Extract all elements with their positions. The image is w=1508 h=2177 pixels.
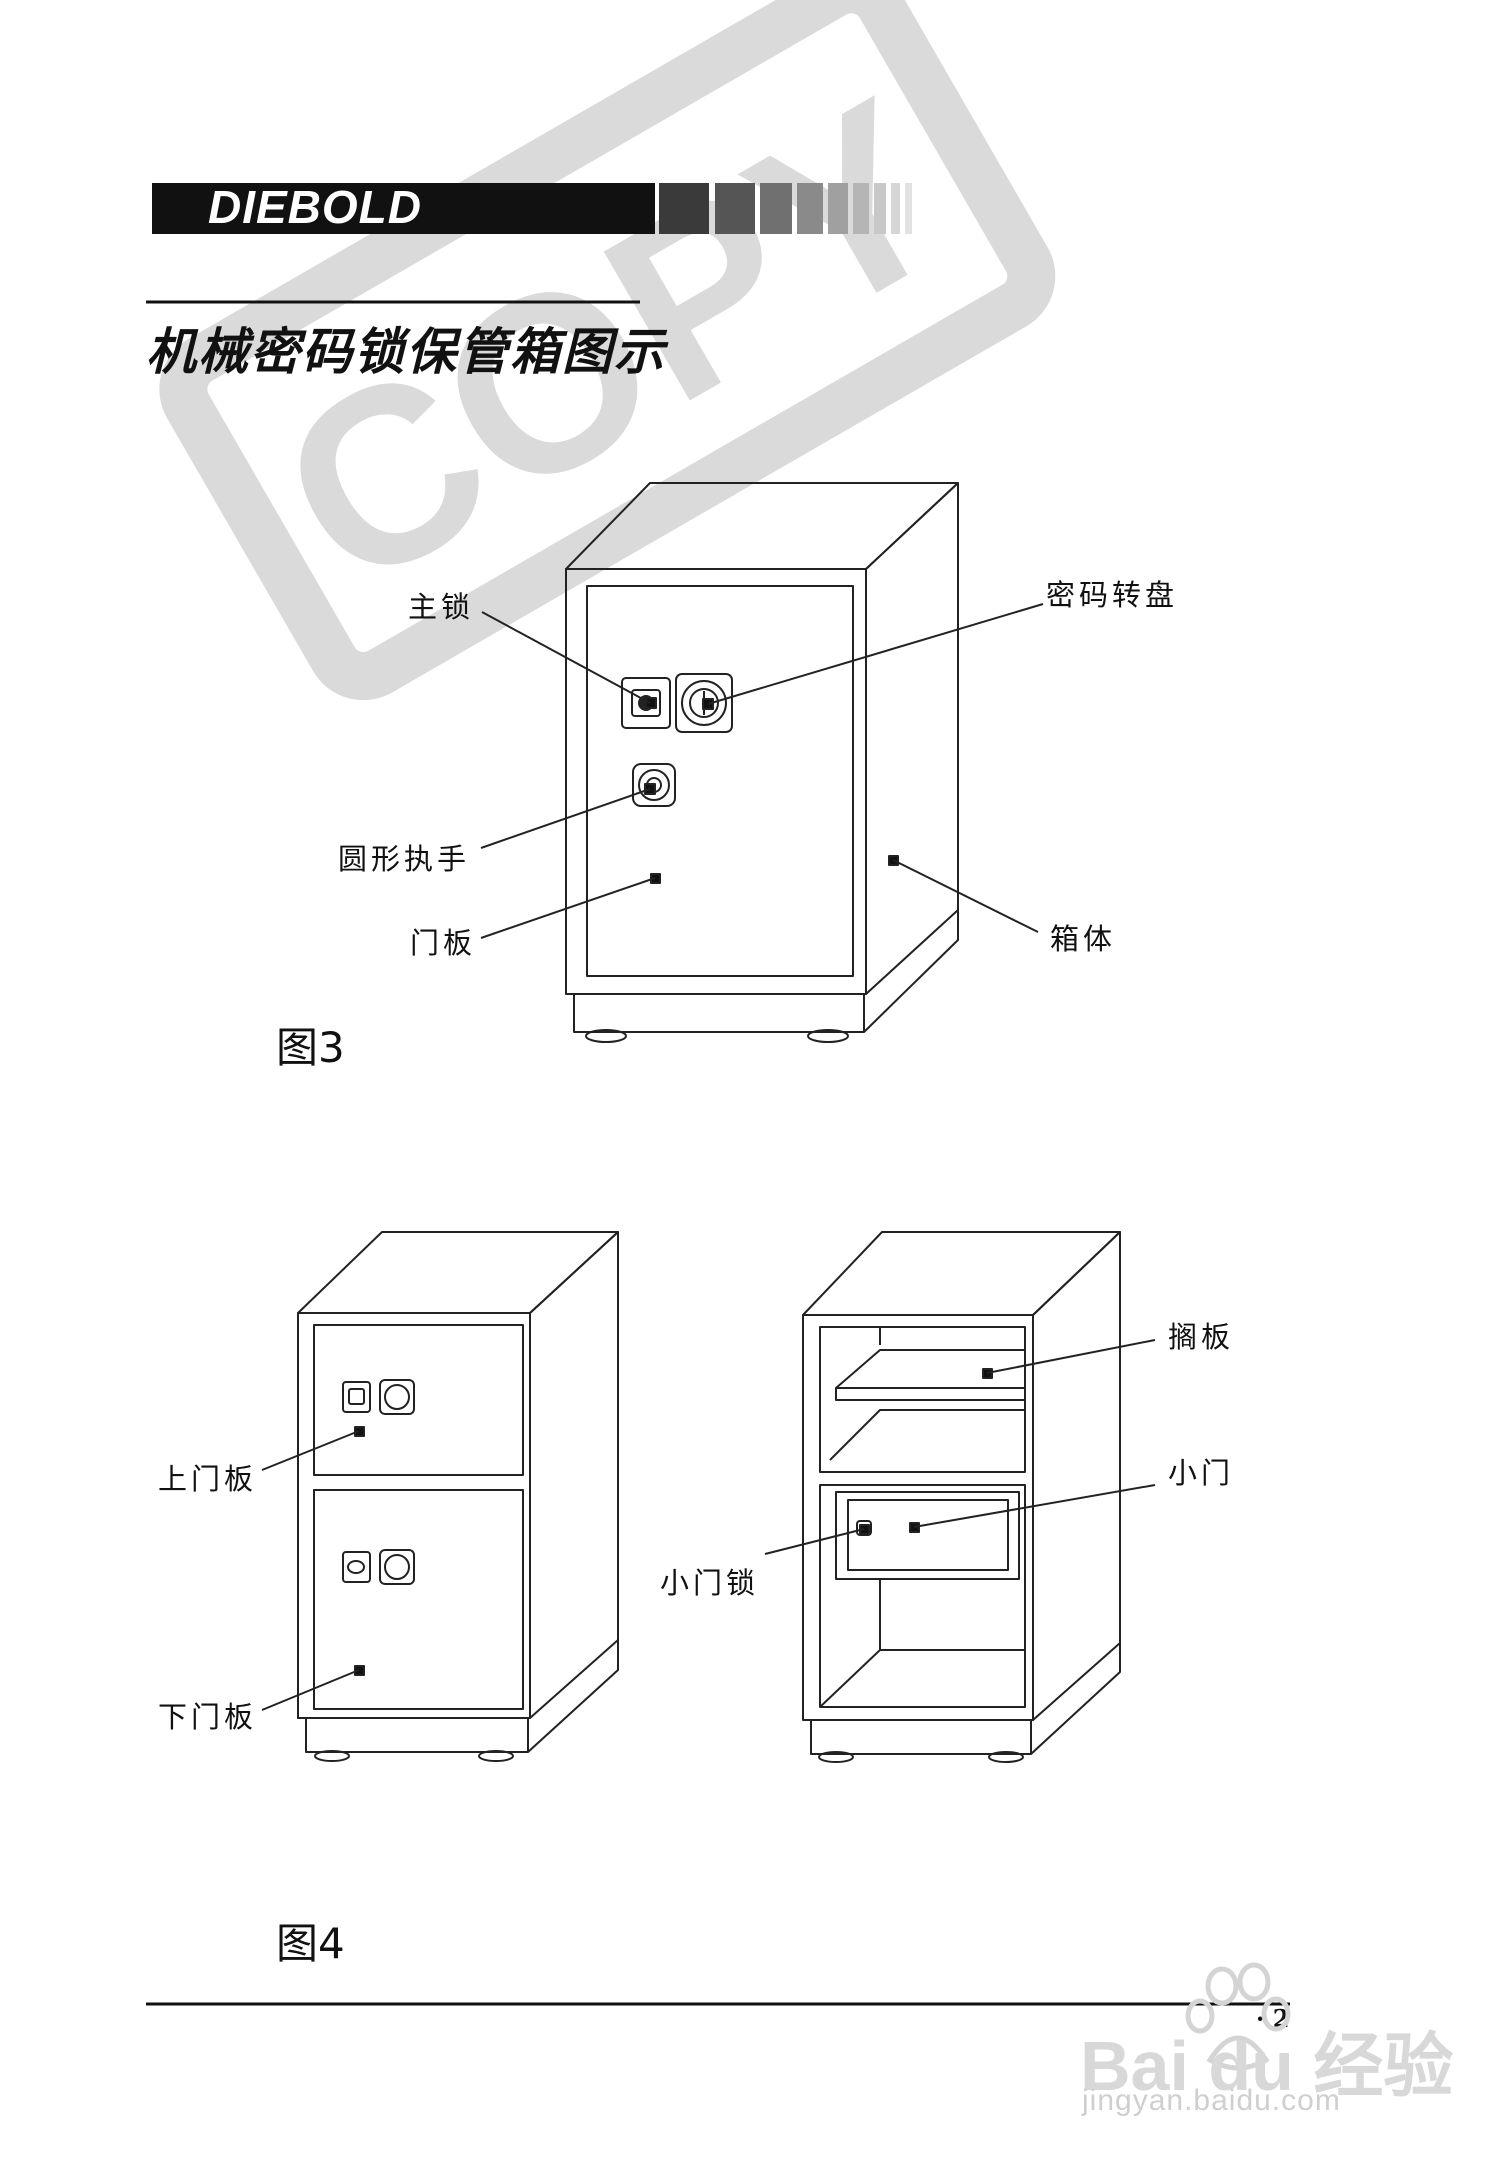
upper-door-fig4 (313, 1324, 524, 1476)
paw-icon (1185, 1962, 1291, 2071)
label-combination-dial: 密码转盘 (1046, 578, 1179, 612)
label-small-door-lock: 小门锁 (660, 1566, 760, 1600)
label-door-panel: 门板 (410, 926, 477, 960)
combination-dial-fig3 (675, 673, 733, 733)
label-main-lock: 主锁 (408, 590, 475, 624)
figure3-caption: 图3 (276, 1023, 345, 1072)
door-panel-fig3 (586, 585, 854, 977)
figure4-open-safe-drawing (764, 1231, 1156, 1763)
baidu-url-watermark: jingyan.baidu.com (1082, 2084, 1341, 2117)
figure4-caption: 图4 (276, 1919, 345, 1968)
round-handle-fig3 (632, 763, 676, 807)
label-upper-door: 上门板 (158, 1462, 258, 1496)
page-title: 机械密码锁保管箱图示 (146, 322, 666, 381)
label-small-door: 小门 (1168, 1456, 1235, 1490)
label-round-handle: 圆形执手 (338, 842, 471, 876)
lower-door-fig4 (313, 1489, 524, 1710)
brand-logo: DIEBOLD (208, 181, 422, 233)
figure3-safe-drawing (480, 482, 1044, 1043)
baidu-logo-watermark: Bai du 经验 (1080, 2027, 1454, 2105)
shelf-fig4 (835, 1387, 1026, 1401)
label-shelf: 搁板 (1168, 1320, 1235, 1354)
header-black-bar (152, 183, 655, 234)
label-lower-door: 下门板 (158, 1700, 258, 1734)
main-lock-fig3 (621, 677, 671, 729)
figure4-two-door-safe-drawing (261, 1231, 619, 1762)
label-cabinet-body: 箱体 (1050, 922, 1117, 956)
